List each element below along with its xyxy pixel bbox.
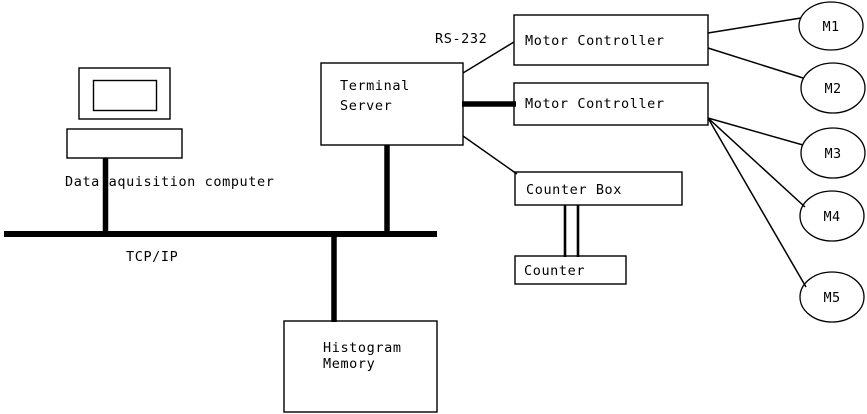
motor-node-m2 xyxy=(800,62,866,114)
motor-node-m5 xyxy=(799,271,865,323)
motor-node-m4 xyxy=(799,190,865,242)
motor-controller-2-label: Motor Controller xyxy=(525,96,665,112)
histogram-memory-label-line2: Memory xyxy=(323,356,375,372)
motor-controller-1-box xyxy=(513,14,709,66)
histogram-memory-label-line1: Histogram xyxy=(323,340,402,356)
tcpip-label: TCP/IP xyxy=(126,249,178,265)
motor-label-m4: M4 xyxy=(823,209,840,225)
motor-label-m3: M3 xyxy=(824,146,841,162)
motor-controller-1-to-m2-link xyxy=(707,47,804,79)
terminal-server-to-counter-box-link xyxy=(462,135,518,175)
motor-controller-2-to-m5-link xyxy=(707,117,807,288)
motor-label-m2: M2 xyxy=(824,81,841,97)
histogram-memory-box xyxy=(283,320,438,413)
motor-node-m3 xyxy=(800,127,866,179)
terminal-server-label-line2: Server xyxy=(340,98,392,114)
motor-controller-1-to-m1-link xyxy=(707,17,802,34)
motor-controller-1-label: Motor Controller xyxy=(525,33,665,49)
counter-box-label: Counter Box xyxy=(526,182,622,198)
counter-label: Counter xyxy=(524,263,585,279)
motor-node-m1 xyxy=(798,1,864,51)
computer-base-unit xyxy=(66,128,183,159)
terminal-server-label-line1: Terminal xyxy=(340,78,410,94)
motor-label-m5: M5 xyxy=(823,290,840,306)
counter-box xyxy=(514,255,627,285)
motor-controller-2-to-m3-link xyxy=(707,117,804,146)
counter-box-box xyxy=(514,171,683,206)
monitor-outer-case xyxy=(78,67,171,120)
rs232-label: RS-232 xyxy=(435,31,487,47)
motor-label-m1: M1 xyxy=(822,19,839,35)
motor-controller-2-to-m4-link xyxy=(707,117,806,208)
terminal-server-to-motor-controller-1-link xyxy=(462,41,515,74)
motor-controller-2-box xyxy=(513,82,709,126)
data-acquisition-computer-label: Data aquisition computer xyxy=(65,174,274,190)
monitor-screen xyxy=(92,79,158,112)
